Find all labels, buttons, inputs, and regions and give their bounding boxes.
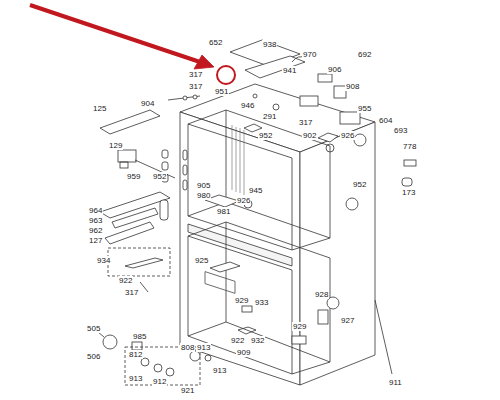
- callout-number: 291: [262, 112, 277, 121]
- callout-number: 808: [180, 343, 195, 352]
- callout-number: 506: [86, 352, 101, 361]
- callout-number: 970: [302, 50, 317, 59]
- callout-number: 908: [345, 82, 360, 91]
- callout-number: 926: [340, 131, 355, 140]
- callout-number: 902: [302, 131, 317, 140]
- callout-number: 922: [230, 336, 245, 345]
- callout-number: 911: [388, 378, 403, 387]
- callout-number: 317: [124, 288, 139, 297]
- callout-number: 173: [401, 188, 416, 197]
- callout-number: 951: [214, 87, 229, 96]
- callout-number: 912: [152, 377, 167, 386]
- callout-number: 928: [314, 290, 329, 299]
- callout-number: 929: [234, 296, 249, 305]
- callout-number: 652: [208, 38, 223, 47]
- callout-number: 952: [258, 131, 273, 140]
- callout-number: 317: [298, 118, 313, 127]
- callout-number: 932: [250, 336, 265, 345]
- callout-number: 692: [357, 50, 372, 59]
- callout-number: 938: [262, 40, 277, 49]
- callout-number: 125: [92, 104, 107, 113]
- callout-number: 980: [196, 191, 211, 200]
- callout-number: 922: [118, 276, 133, 285]
- callout-number: 778: [402, 142, 417, 151]
- callout-number: 981: [216, 207, 231, 216]
- callout-number: 952: [352, 180, 367, 189]
- callout-number: 812: [128, 350, 143, 359]
- callout-number: 913: [196, 343, 211, 352]
- callout-number: 964: [88, 206, 103, 215]
- callout-number: 693: [393, 126, 408, 135]
- callout-number: 604: [378, 116, 393, 125]
- callout-number: 946: [240, 101, 255, 110]
- callout-number: 926: [236, 196, 251, 205]
- callout-number: 962: [88, 226, 103, 235]
- callout-number: 921: [180, 386, 195, 395]
- callout-number: 963: [88, 216, 103, 225]
- callout-number: 927: [340, 316, 355, 325]
- callout-number: 945: [248, 186, 263, 195]
- callout-number: 913: [128, 374, 143, 383]
- callout-number: 317: [188, 70, 203, 79]
- callout-number: 913: [212, 366, 227, 375]
- callout-number: 933: [254, 298, 269, 307]
- callout-number: 904: [140, 99, 155, 108]
- callout-number: 905: [196, 181, 211, 190]
- callout-number: 129: [108, 141, 123, 150]
- callout-number: 941: [282, 66, 297, 75]
- callout-number: 959: [126, 172, 141, 181]
- callout-number: 505: [86, 324, 101, 333]
- callout-number: 929: [292, 322, 307, 331]
- callout-number: 934: [96, 256, 111, 265]
- callout-number: 952: [152, 172, 167, 181]
- callout-number: 909: [236, 348, 251, 357]
- callout-number: 906: [327, 65, 342, 74]
- callout-number: 317: [188, 82, 203, 91]
- callout-number: 955: [357, 104, 372, 113]
- callout-number: 985: [132, 332, 147, 341]
- callout-number: 925: [194, 256, 209, 265]
- callout-number: 127: [88, 236, 103, 245]
